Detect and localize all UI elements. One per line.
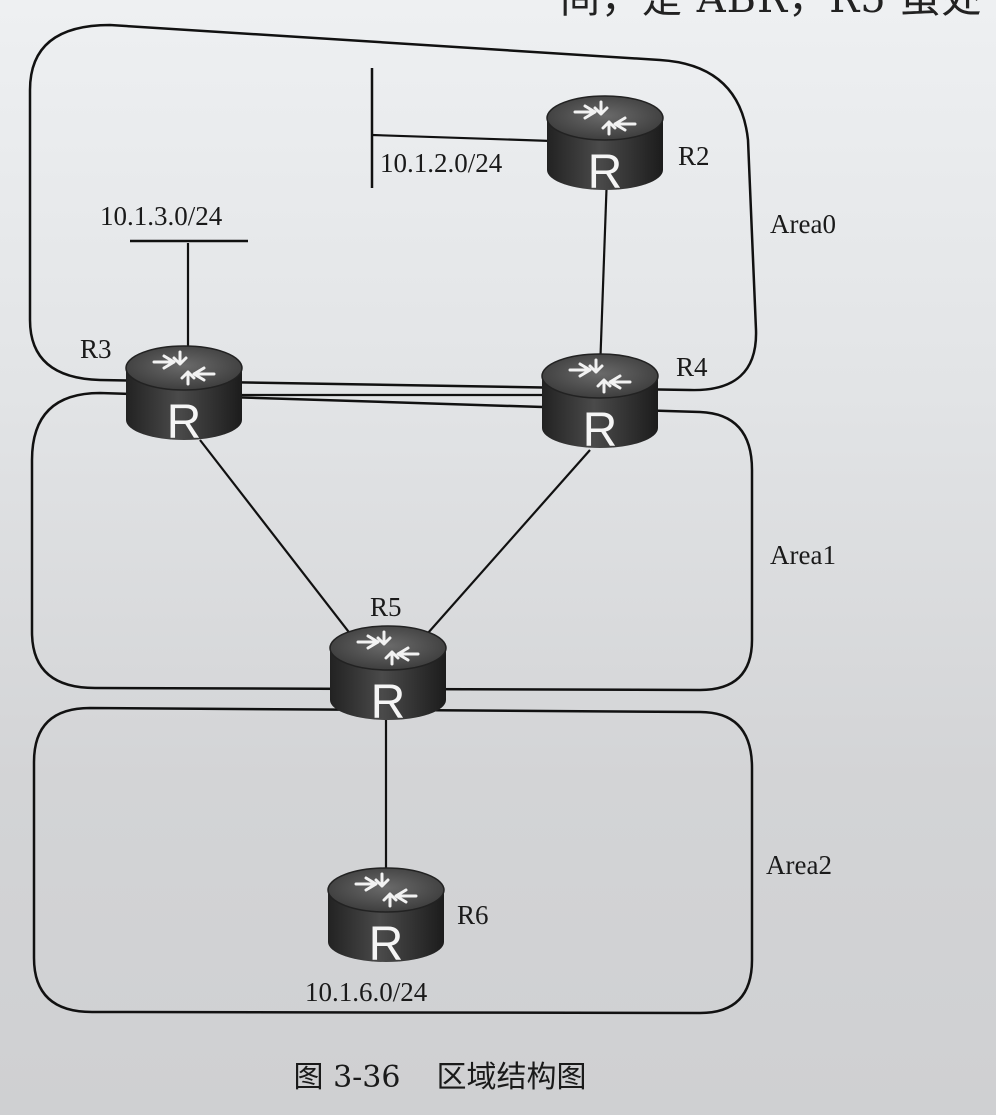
router-r3-label: R3: [80, 334, 112, 364]
router-r3-glyph: R: [167, 396, 202, 449]
router-r4-label: R4: [676, 352, 708, 382]
link-r2-net12: [371, 133, 553, 143]
router-r4-glyph: R: [583, 404, 618, 457]
links: [186, 133, 609, 872]
network-10-1-6-0-label: 10.1.6.0/24: [305, 977, 428, 1007]
router-r6[interactable]: R: [326, 866, 446, 971]
router-r6-glyph: R: [369, 918, 404, 971]
link-r3-r5: [199, 439, 356, 641]
figure-number: 图 3-36: [293, 1060, 401, 1095]
router-r5-glyph: R: [371, 676, 406, 729]
router-r2[interactable]: R: [545, 94, 665, 199]
area1-label: Area1: [770, 540, 836, 570]
figure-caption: 图 3-36 区域结构图: [0, 1052, 880, 1096]
link-r4-r5: [419, 449, 591, 643]
router-r6-label: R6: [457, 900, 489, 930]
area2-label: Area2: [766, 850, 832, 880]
cropped-page-text: 间，是 ABR，R5 虽处: [560, 0, 982, 24]
router-r5-label: R5: [370, 592, 402, 622]
area2-boundary: [32, 706, 754, 1015]
area0-boundary: [28, 23, 758, 392]
network-10-1-3-0-label: 10.1.3.0/24: [100, 201, 223, 231]
network-10-1-2-0-label: 10.1.2.0/24: [380, 148, 503, 178]
router-r5[interactable]: R: [328, 624, 448, 729]
area1-boundary: [30, 391, 754, 692]
router-r4[interactable]: R: [540, 352, 660, 457]
router-r2-glyph: R: [588, 146, 623, 199]
area0-label: Area0: [770, 209, 836, 239]
link-r2-r4: [598, 174, 609, 371]
figure-title: 区域结构图: [436, 1060, 587, 1095]
router-r2-label: R2: [678, 141, 710, 171]
router-r3[interactable]: R: [124, 344, 244, 449]
